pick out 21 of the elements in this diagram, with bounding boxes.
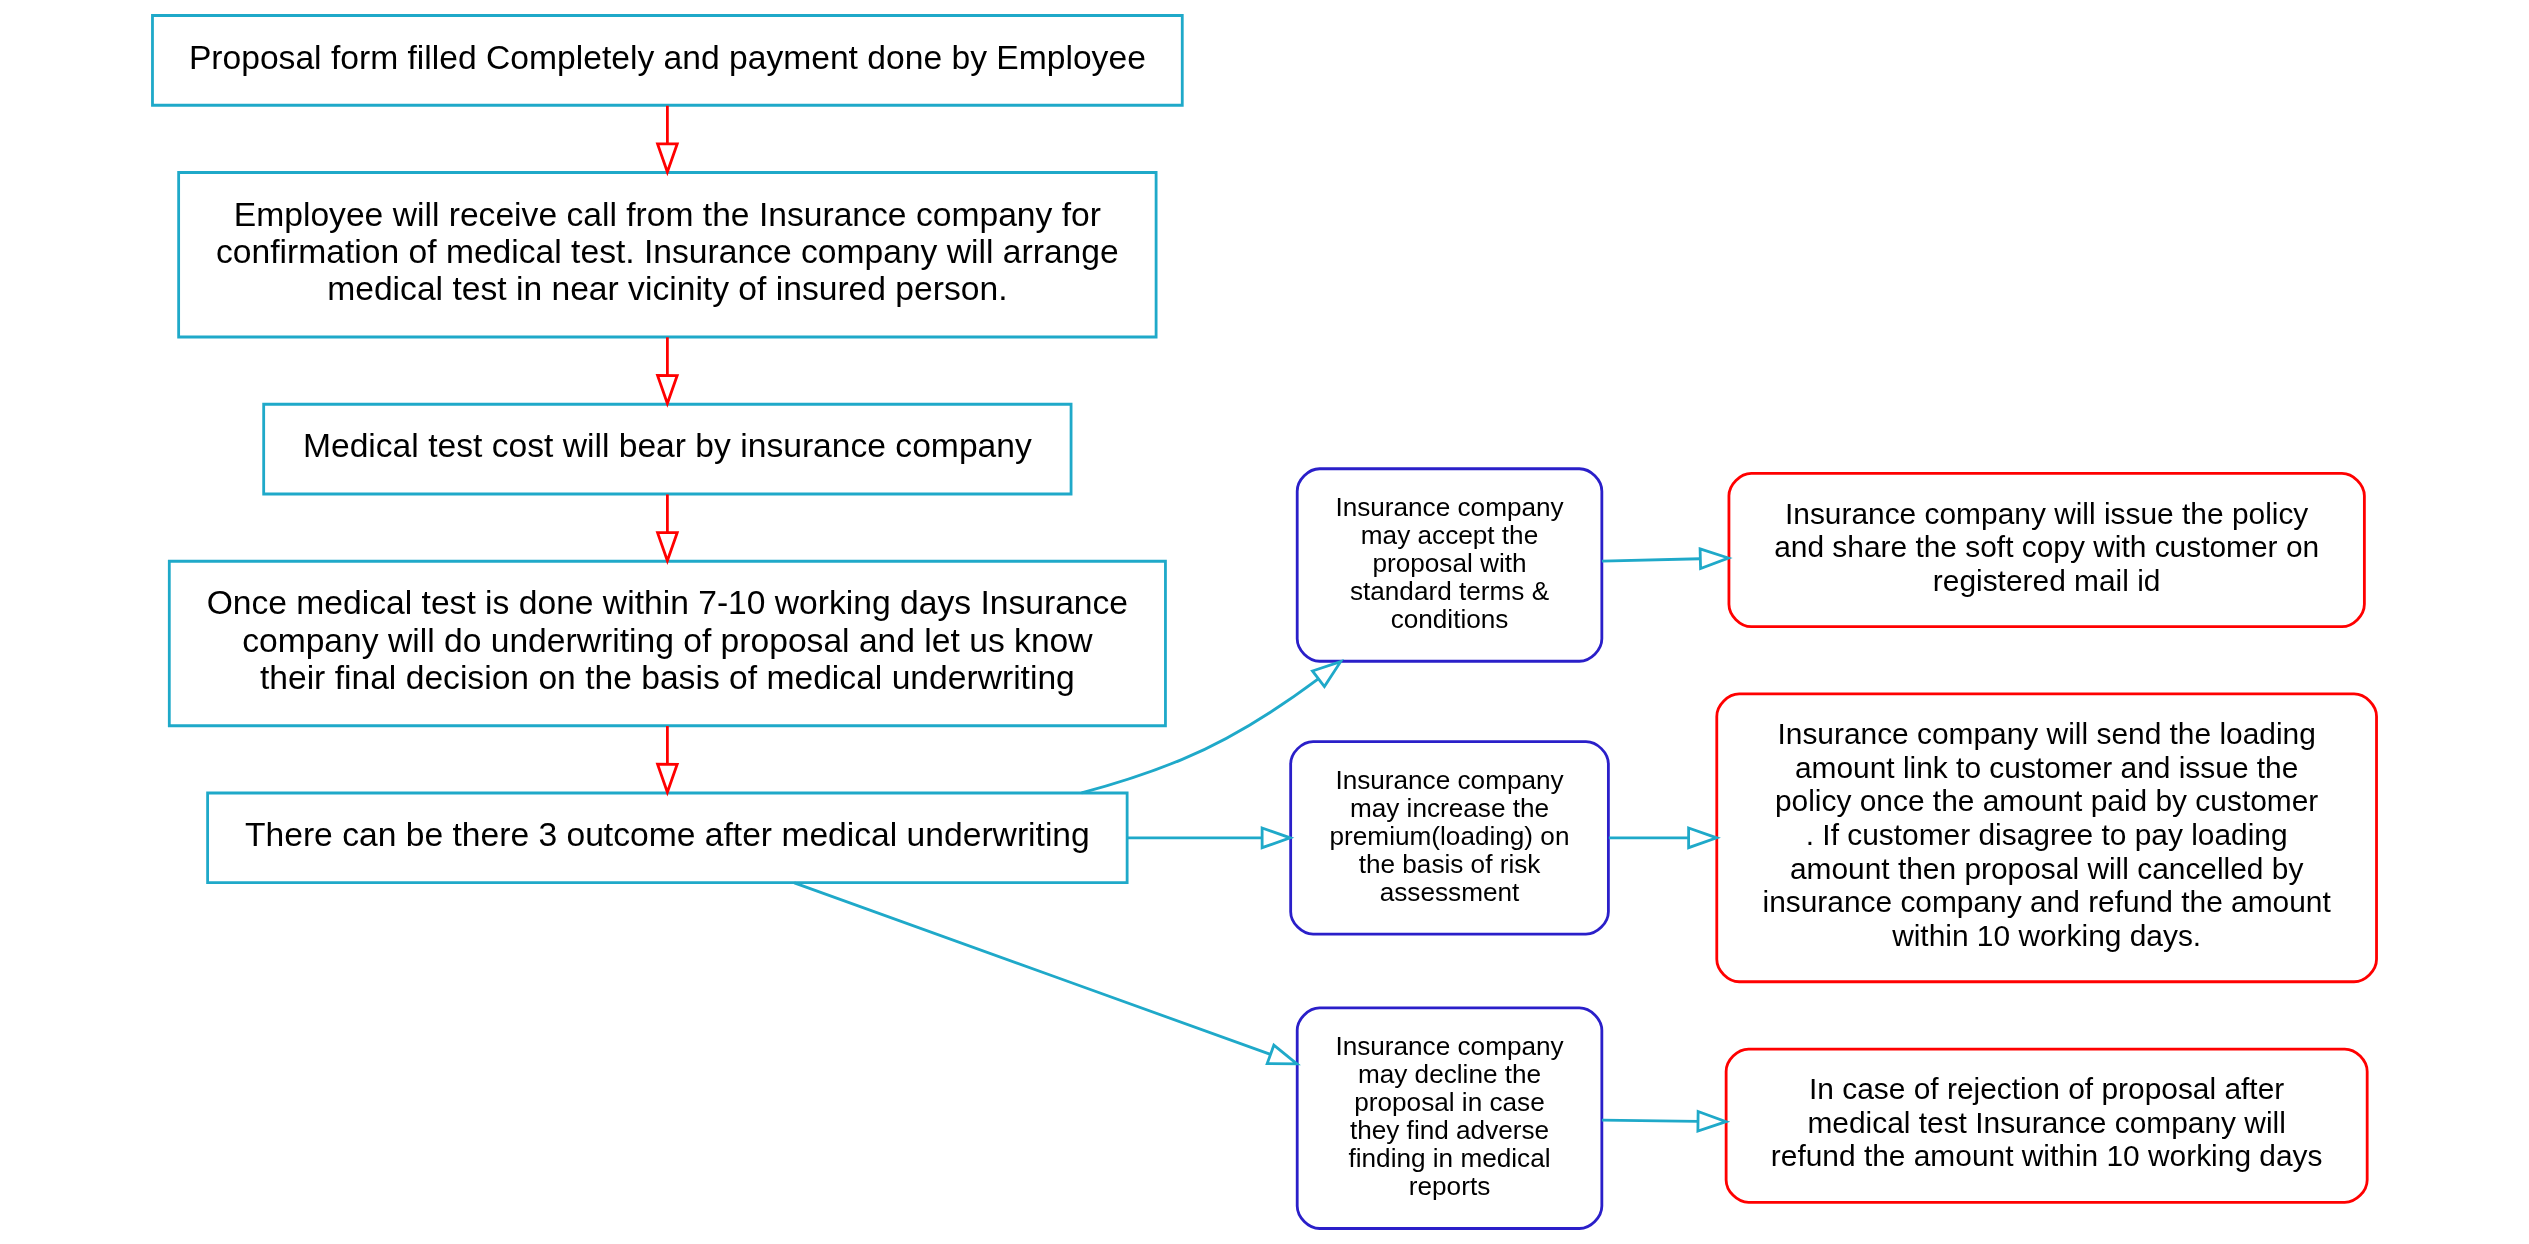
arrow — [1601, 547, 1733, 571]
arrow — [1127, 826, 1295, 850]
node-box: Employee will receive call from the Insurance company for confirmation of medical test. Insurance company will arrange medical test in near vicinity of insured person. — [177, 171, 1158, 339]
node-box: Insurance company may accept the proposal with standard terms & conditions — [1295, 467, 1604, 663]
node-box: Insurance company will send the loading amount link to customer and issue the policy once the amount paid by customer . If customer disagree to pay loading amount then proposal will cancelled by insurance company and refund the amount within 10 working days. — [1715, 692, 2378, 984]
arrow — [1601, 1109, 1731, 1134]
arrow — [793, 881, 1301, 1066]
node-box: Insurance company may decline the proposal in case they find adverse finding in medical reports — [1295, 1006, 1604, 1230]
node-box: Insurance company will issue the policy and share the soft copy with customer on registered mail id — [1727, 472, 2366, 629]
arrow — [1608, 826, 1721, 850]
arrow — [655, 337, 680, 408]
arrow — [655, 494, 680, 565]
arrow — [655, 726, 680, 797]
node-box: Proposal form filled Completely and payment done by Employee — [151, 14, 1184, 107]
node-box: In case of rejection of proposal after medical test Insurance company will refund the amount within 10 working days — [1724, 1047, 2369, 1204]
node-box: Medical test cost will bear by insurance company — [262, 402, 1073, 496]
node-box: Insurance company may increase the premium(loading) on the basis of risk assessment — [1289, 740, 1610, 936]
node-box: There can be there 3 outcome after medical underwriting — [206, 791, 1129, 885]
arrow — [655, 105, 680, 177]
arrow — [1081, 659, 1344, 795]
node-box: Once medical test is done within 7-10 working days Insurance company will do underwriting of proposal and let us know their final decision on the basis of medical underwriting — [167, 559, 1167, 728]
